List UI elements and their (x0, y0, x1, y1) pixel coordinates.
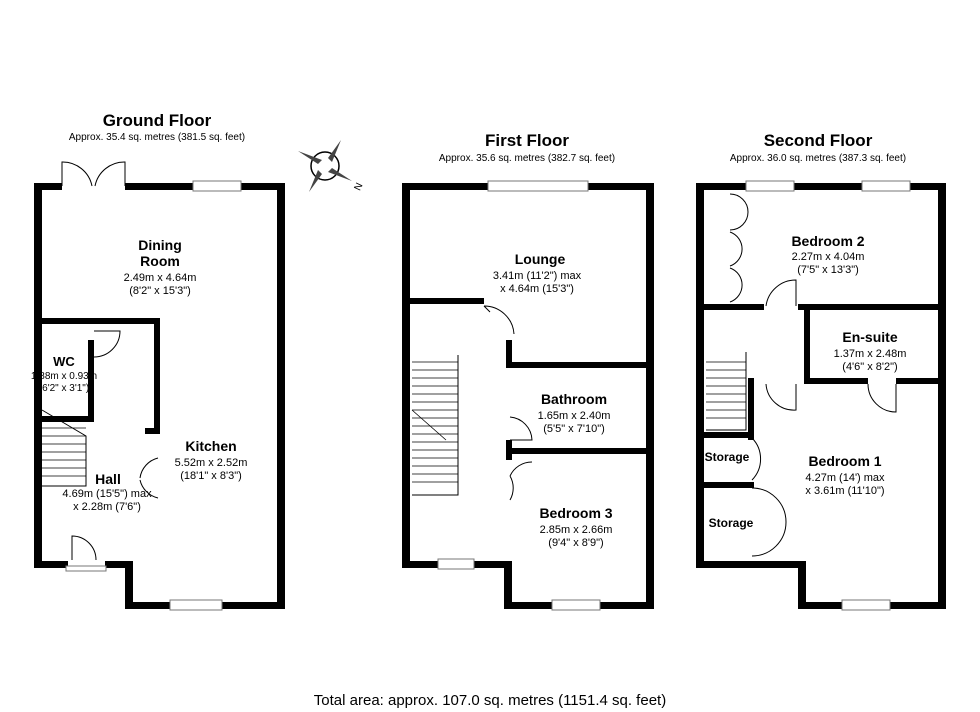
second-floor-plan: Second Floor Approx. 36.0 sq. metres (38… (696, 131, 946, 611)
room-bedroom-3: Bedroom 3 2.85m x 2.66m (9'4" x 8'9") (539, 505, 612, 549)
room-dim-imperial: (7'5" x 13'3") (797, 264, 859, 276)
room-dim-imperial: x 2.28m (7'6") (73, 501, 141, 513)
room-dim-metric: 1.88m x 0.93m (31, 371, 97, 382)
door (765, 279, 797, 307)
stairs (411, 355, 459, 496)
room-bedroom-1: Bedroom 1 4.27m (14') max x 3.61m (11'10… (805, 453, 885, 497)
room-dim-imperial: (9'4" x 8'9") (548, 537, 603, 549)
first-floor-title: First Floor (485, 131, 569, 150)
door (509, 461, 533, 501)
room-name: Room (140, 253, 180, 269)
room-name: Bedroom 3 (539, 505, 612, 521)
window (437, 558, 475, 570)
room-name: Kitchen (185, 438, 236, 454)
window (841, 599, 891, 611)
room-dim-imperial: (8'2" x 15'3") (129, 285, 191, 297)
room-kitchen: Kitchen 5.52m x 2.52m (18'1" x 8'3") (175, 438, 248, 482)
room-dim-metric: 5.52m x 2.52m (175, 457, 248, 469)
room-dim-imperial: (5'5" x 7'10") (543, 423, 605, 435)
window (861, 180, 911, 192)
storage-doors (751, 437, 787, 557)
room-name: Hall (95, 471, 121, 487)
compass-label: N (352, 181, 365, 192)
french-door (94, 161, 126, 187)
door (483, 305, 515, 335)
room-dim-metric: 3.41m (11'2") max (493, 270, 582, 282)
room-dim-metric: 2.85m x 2.66m (540, 524, 613, 536)
room-dim-metric: 2.49m x 4.64m (124, 272, 197, 284)
room-name: Bedroom 2 (791, 233, 864, 249)
ground-floor-plan: Ground Floor Approx. 35.4 sq. metres (38… (31, 111, 285, 611)
room-name: Lounge (515, 251, 566, 267)
ground-floor-area: Approx. 35.4 sq. metres (381.5 sq. feet) (69, 132, 245, 143)
room-dim-imperial: (6'2" x 3'1") (39, 383, 89, 394)
compass-icon: N (298, 140, 365, 193)
first-floor-area: Approx. 35.6 sq. metres (382.7 sq. feet) (439, 153, 615, 164)
room-wc: WC 1.88m x 0.93m (6'2" x 3'1") (31, 354, 97, 394)
window (65, 565, 107, 572)
second-floor-area: Approx. 36.0 sq. metres (387.3 sq. feet) (730, 153, 906, 164)
door (867, 383, 897, 413)
first-floor-plan: First Floor Approx. 35.6 sq. metres (382… (402, 131, 654, 611)
ground-floor-title: Ground Floor (103, 111, 212, 130)
room-dim-imperial: (4'6" x 8'2") (842, 361, 897, 373)
room-hall: Hall 4.69m (15'5") max x 2.28m (7'6") (62, 471, 152, 513)
room-dim-metric: 2.27m x 4.04m (792, 251, 865, 263)
window (551, 599, 601, 611)
total-area: Total area: approx. 107.0 sq. metres (11… (314, 692, 666, 709)
room-storage-2: Storage (709, 516, 754, 530)
room-name: WC (53, 354, 75, 369)
room-dim-metric: 1.37m x 2.48m (834, 348, 907, 360)
room-dim-metric: 4.27m (14') max (805, 472, 885, 484)
room-dining: Dining Room 2.49m x 4.64m (8'2" x 15'3") (124, 237, 197, 297)
room-dim-metric: 1.65m x 2.40m (538, 410, 611, 422)
room-name: En-suite (842, 329, 897, 345)
room-dim-imperial: x 4.64m (15'3") (500, 283, 574, 295)
room-lounge: Lounge 3.41m (11'2") max x 4.64m (15'3") (493, 251, 582, 295)
door (509, 416, 533, 441)
room-bedroom-2: Bedroom 2 2.27m x 4.04m (7'5" x 13'3") (791, 233, 864, 276)
door (139, 457, 159, 499)
room-storage-1: Storage (705, 450, 750, 464)
window (169, 599, 223, 611)
second-floor-title: Second Floor (764, 131, 873, 150)
stairs (706, 352, 747, 431)
wardrobe-doors (729, 193, 749, 303)
room-dim-metric: 4.69m (15'5") max (62, 488, 152, 500)
stairs (41, 409, 87, 487)
door (93, 330, 121, 358)
french-door (61, 161, 93, 187)
window (745, 180, 795, 192)
room-dim-imperial: (18'1" x 8'3") (180, 470, 242, 482)
room-en-suite: En-suite 1.37m x 2.48m (4'6" x 8'2") (834, 329, 907, 373)
room-name: Bedroom 1 (808, 453, 881, 469)
room-dim-imperial: x 3.61m (11'10") (805, 485, 884, 497)
room-name: Bathroom (541, 391, 607, 407)
room-name: Dining (138, 237, 182, 253)
window (192, 180, 242, 192)
room-bathroom: Bathroom 1.65m x 2.40m (5'5" x 7'10") (538, 391, 611, 435)
front-door (71, 535, 97, 561)
window (487, 180, 589, 192)
door (765, 383, 797, 411)
